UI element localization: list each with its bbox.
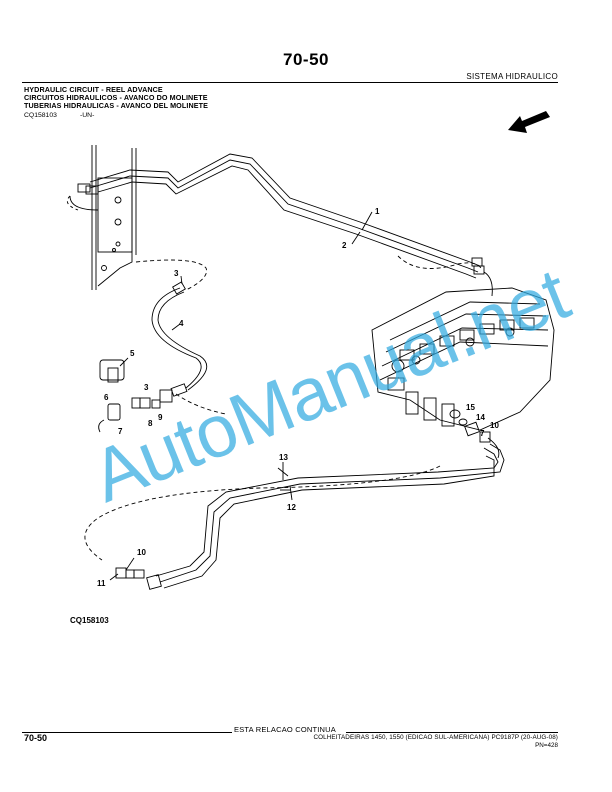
footer-page-number: 70-50 xyxy=(24,733,48,743)
title-spanish: TUBERIAS HIDRAULICAS - AVANCO DEL MOLINE… xyxy=(24,101,209,110)
elbow-fittings xyxy=(98,359,173,433)
callout-9: 9 xyxy=(158,413,163,422)
footer-pn: PN=428 xyxy=(535,742,558,749)
title-portuguese: CIRCUITOS HIDRAULICOS - AVANCO DO MOLINE… xyxy=(24,93,208,102)
callout-2: 2 xyxy=(342,241,347,250)
callout-7a: 7 xyxy=(118,427,123,436)
callout-5: 5 xyxy=(130,349,135,358)
header-divider xyxy=(22,82,558,83)
hose xyxy=(151,281,208,397)
callout-3b: 3 xyxy=(144,383,149,392)
figure-reference: CQ158103 xyxy=(24,112,57,119)
mounting-plate xyxy=(91,145,137,290)
upper-tubes xyxy=(89,153,481,279)
lower-tubes xyxy=(146,443,505,590)
callout-1: 1 xyxy=(375,207,380,216)
section-label: SISTEMA HIDRAULICO xyxy=(466,72,558,81)
valve-fittings xyxy=(449,409,500,459)
page-number: 70-50 xyxy=(283,50,329,69)
callout-13: 13 xyxy=(279,453,288,462)
title-english: HYDRAULIC CIRCUIT - REEL ADVANCE xyxy=(24,85,163,94)
callout-4: 4 xyxy=(179,319,184,328)
callout-10b: 10 xyxy=(137,548,146,557)
callout-15: 15 xyxy=(466,403,475,412)
callout-11: 11 xyxy=(97,579,106,588)
callout-7b: 7 xyxy=(480,429,485,438)
direction-arrow-icon xyxy=(508,111,550,133)
callout-10a: 10 xyxy=(490,421,499,430)
figure-note: -UN- xyxy=(80,112,95,119)
footer-divider-right xyxy=(346,732,558,733)
footer-continue-note: ESTA RELACAO CONTINUA xyxy=(234,725,336,734)
footer-divider-left xyxy=(22,732,232,733)
callout-8: 8 xyxy=(148,419,153,428)
figure-caption: CQ158103 xyxy=(70,616,109,625)
footer-publication: COLHEITADEIRAS 1450, 1550 (EDICAO SUL-AM… xyxy=(313,734,558,741)
callout-6: 6 xyxy=(104,393,109,402)
valve-block xyxy=(371,287,555,431)
callout-3a: 3 xyxy=(174,269,179,278)
callout-12: 12 xyxy=(287,503,296,512)
plate-fittings xyxy=(69,183,99,211)
callout-14: 14 xyxy=(476,413,485,422)
